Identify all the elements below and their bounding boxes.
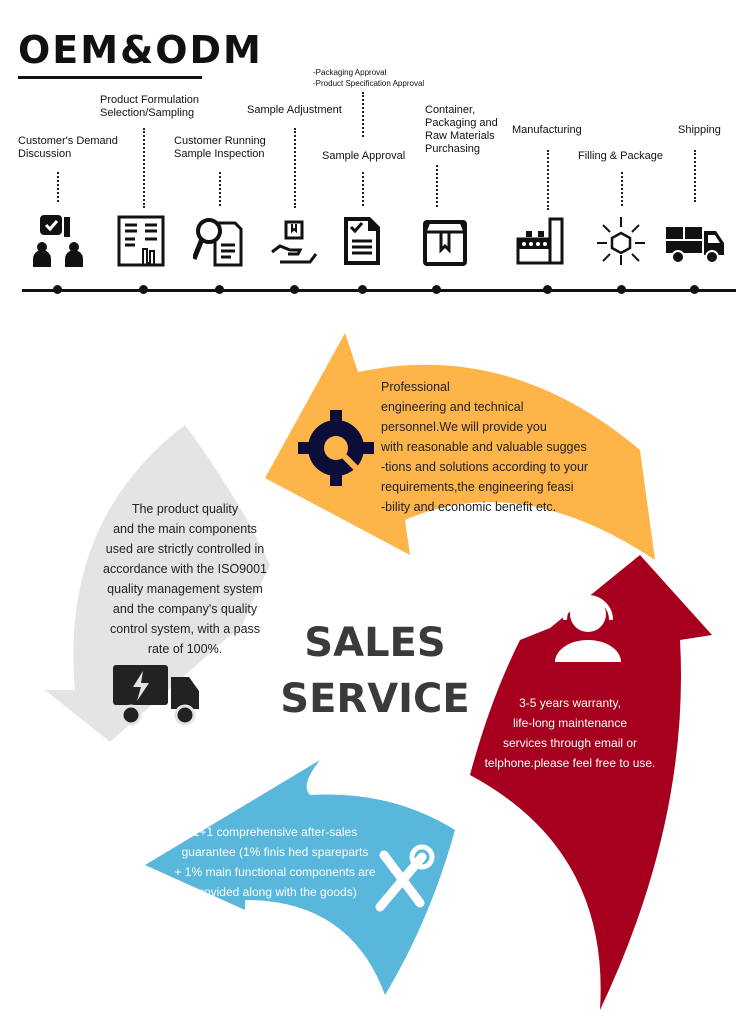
text-line: -bility and economic benefit etc. xyxy=(381,500,557,514)
gear-wrench-icon xyxy=(298,410,374,486)
quality-text: The product quality and the main compone… xyxy=(75,499,295,659)
text-line: accordance with the ISO9001 xyxy=(103,562,267,576)
headset-icon xyxy=(555,595,621,662)
service-cycle xyxy=(45,333,712,1010)
text-line: Professional xyxy=(381,380,450,394)
connector xyxy=(219,172,221,206)
step-label-adjustment: Sample Adjustment xyxy=(247,104,342,116)
step-label-approval: Sample Approval xyxy=(322,150,406,162)
connector xyxy=(294,128,296,208)
sales-service-heading: SALES SERVICE xyxy=(260,615,490,727)
truck-icon xyxy=(666,227,724,264)
discussion-icon xyxy=(33,215,83,267)
timeline-dot xyxy=(543,285,552,294)
text-line: requirements,the engineering feasi xyxy=(381,480,574,494)
step-label-purchasing: Container, Packaging and Raw Materials P… xyxy=(425,104,498,155)
step-label-formulation: Product Formulation Selection/Sampling xyxy=(100,94,200,119)
text-line: and the company's quality xyxy=(112,602,258,616)
text-line: life-long maintenance xyxy=(512,716,628,730)
tools-icon xyxy=(375,844,435,912)
text-line: 3-5 years warranty, xyxy=(519,696,621,710)
text-line: services through email or xyxy=(502,736,638,750)
connector xyxy=(547,150,549,210)
text-line: control system, with a pass xyxy=(109,622,261,636)
timeline-dot xyxy=(690,285,699,294)
text-line: and the main components xyxy=(113,522,257,536)
guarantee-arrow xyxy=(145,760,455,995)
electric-truck-icon xyxy=(113,665,199,726)
step-label-demand: Customer's Demand Discussion xyxy=(18,135,118,160)
approval-note-specification: -Product Specification Approval xyxy=(313,79,425,88)
timeline-dot xyxy=(139,285,148,294)
text-line: The product quality xyxy=(131,502,239,516)
text-line: provided along with the goods) xyxy=(193,885,357,899)
connector xyxy=(694,150,696,202)
text-line: 1+1 comprehensive after-sales xyxy=(192,825,358,839)
formulation-icon xyxy=(117,215,165,267)
hand-box-icon xyxy=(271,220,318,264)
heading-line: SERVICE xyxy=(280,676,470,722)
guarantee-text: 1+1 comprehensive after-sales guarantee … xyxy=(160,822,390,902)
page-title: OEM&ODM xyxy=(18,28,263,72)
text-line: used are strictly controlled in xyxy=(105,542,265,556)
timeline-dot xyxy=(215,285,224,294)
step-label-shipping: Shipping xyxy=(678,124,721,136)
box-icon xyxy=(423,220,467,266)
timeline-dot xyxy=(290,285,299,294)
heading-line: SALES xyxy=(304,620,446,666)
text-line: -tions and solutions according to your xyxy=(381,460,589,474)
step-label-inspection: Customer Running Sample Inspection xyxy=(174,135,266,160)
text-line: engineering and technical xyxy=(381,400,524,414)
connector xyxy=(57,172,59,202)
text-line: guarantee (1% finis hed spareparts xyxy=(181,845,369,859)
connector xyxy=(143,128,145,208)
quality-arrow xyxy=(45,425,270,742)
timeline xyxy=(22,289,736,292)
connector xyxy=(621,172,623,206)
connector xyxy=(436,165,438,207)
connector xyxy=(362,172,364,206)
text-line: rate of 100%. xyxy=(147,642,223,656)
inspection-icon xyxy=(193,218,243,267)
machine-icon xyxy=(516,217,564,265)
engineering-text: Professional engineering and technical p… xyxy=(381,377,588,517)
timeline-dot xyxy=(53,285,62,294)
text-line: personnel.We will provide you xyxy=(381,420,547,434)
timeline-dot xyxy=(617,285,626,294)
timeline-dot xyxy=(358,285,367,294)
warranty-text: 3-5 years warranty, life-long maintenanc… xyxy=(465,693,675,773)
step-label-manufacturing: Manufacturing xyxy=(512,124,582,136)
checklist-icon xyxy=(344,217,380,265)
package-distribution-icon xyxy=(597,217,645,265)
text-line: quality management system xyxy=(107,582,263,596)
timeline-dot xyxy=(432,285,441,294)
connector xyxy=(362,92,364,137)
engineering-arrow xyxy=(265,333,655,560)
text-line: + 1% main functional components are xyxy=(174,865,376,879)
text-line: with reasonable and valuable sugges xyxy=(381,440,587,454)
approval-note-packaging: -Packaging Approval xyxy=(313,68,387,77)
text-line: telphone.please feel free to use. xyxy=(484,756,656,770)
title-underline xyxy=(18,76,202,79)
warranty-arrow xyxy=(470,555,712,1010)
step-label-filling: Filling & Package xyxy=(578,150,663,162)
